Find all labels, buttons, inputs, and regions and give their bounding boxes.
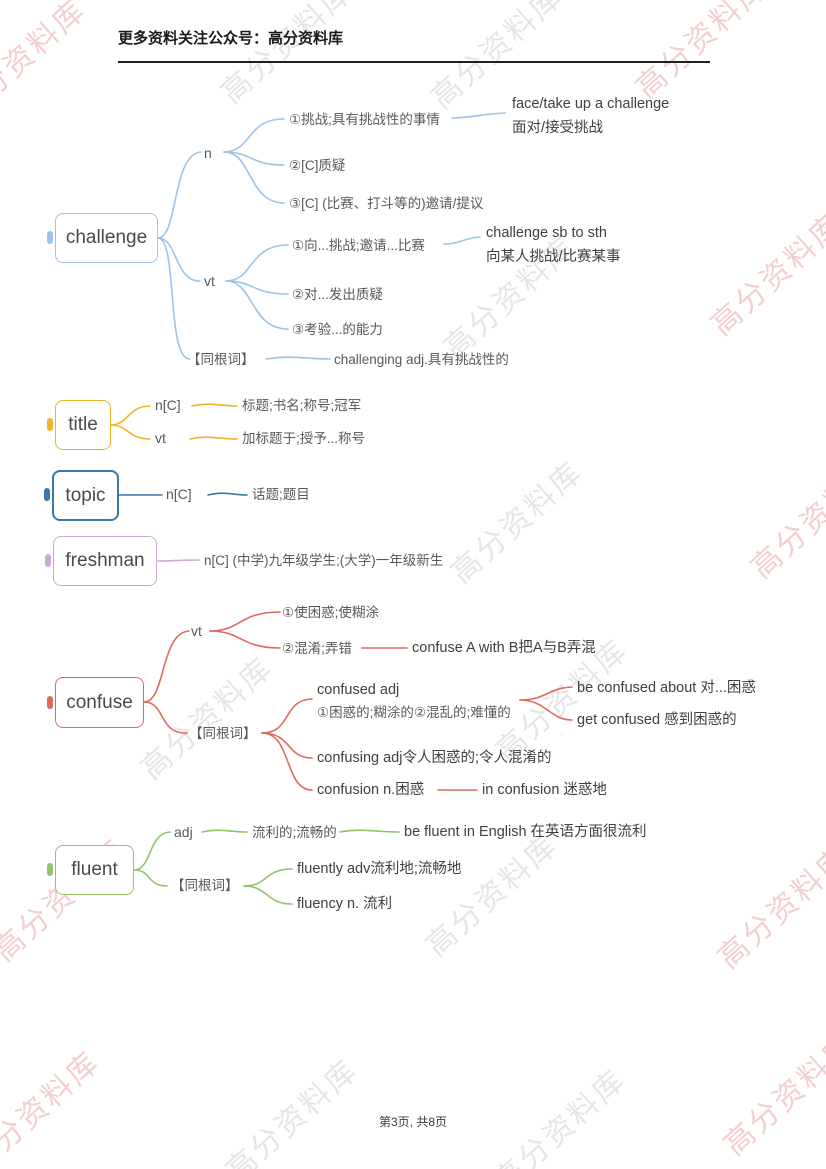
sense-text: ②对...发出质疑	[292, 287, 383, 302]
sense-text: 话题;题目	[252, 487, 310, 502]
node-accent-tab	[45, 554, 51, 567]
sense-text: ①使困惑;使糊涂	[282, 605, 379, 620]
pos-label-n: n	[204, 145, 212, 161]
cognate-def: ①困惑的;糊涂的②混乱的;难懂的	[317, 705, 511, 720]
cognate-text: fluently adv流利地;流畅地	[297, 861, 462, 877]
watermark: 高分资料库	[629, 0, 775, 106]
watermark: 高分资料库	[0, 1045, 107, 1169]
node-word: fluent	[71, 859, 118, 880]
node-box-confuse: confuse	[55, 677, 144, 728]
node-accent-tab	[47, 418, 53, 431]
sense-text: 加标题于;授予...称号	[242, 431, 366, 446]
cognate-text: challenging adj.具有挑战性的	[334, 352, 509, 367]
watermark: 高分资料库	[744, 450, 826, 586]
phrase-text-zh: 向某人挑战/比赛某事	[486, 249, 621, 265]
phrase-text: in confusion 迷惑地	[482, 782, 607, 798]
cognate-word: confused adj	[317, 682, 400, 698]
watermark: 高分资料库	[717, 1027, 826, 1163]
pos-label-n: n[C]	[166, 486, 192, 502]
pos-label-vt: vt	[155, 430, 166, 446]
node-accent-tab	[47, 696, 53, 709]
phrase-text: confuse A with B把A与B弄混	[412, 640, 596, 656]
node-box-challenge: challenge	[55, 213, 158, 263]
cognate-label: 【同根词】	[171, 878, 239, 893]
watermark: 高分资料库	[711, 840, 826, 976]
node-box-topic: topic	[52, 470, 119, 521]
node-accent-tab	[47, 863, 53, 876]
phrase-text: be fluent in English 在英语方面很流利	[404, 824, 647, 840]
sense-text: ③考验...的能力	[292, 322, 383, 337]
watermark: 高分资料库	[444, 455, 590, 591]
pos-label-n: n[C]	[155, 397, 181, 413]
phrase-text-zh: 面对/接受挑战	[512, 120, 604, 136]
watermark: 高分资料库	[0, 0, 93, 129]
phrase-text: get confused 感到困惑的	[577, 712, 737, 728]
sense-text: ①向...挑战;邀请...比赛	[292, 238, 425, 253]
node-word: title	[68, 414, 98, 435]
node-word: topic	[65, 484, 106, 506]
node-word: confuse	[66, 691, 133, 713]
cognate-label: 【同根词】	[187, 352, 255, 367]
watermark: 高分资料库	[214, 0, 360, 111]
node-accent-tab	[47, 231, 53, 244]
watermark: 高分资料库	[437, 230, 583, 366]
node-box-fluent: fluent	[55, 845, 134, 895]
page-header-text: 更多资料关注公众号：高分资料库	[118, 30, 344, 47]
header-divider	[118, 61, 710, 63]
sense-text: ②混淆;弄错	[282, 641, 352, 656]
pos-label-vt: vt	[204, 273, 215, 289]
node-box-title: title	[55, 400, 111, 450]
cognate-text: confusion n.困惑	[317, 782, 425, 798]
watermark: 高分资料库	[219, 1053, 365, 1169]
cognate-label: 【同根词】	[189, 726, 257, 741]
watermark: 高分资料库	[134, 651, 280, 787]
sense-text: 流利的;流畅的	[252, 825, 337, 840]
sense-text: ①挑战;具有挑战性的事情	[289, 112, 440, 127]
sense-text: ②[C]质疑	[289, 158, 346, 173]
phrase-text-en: face/take up a challenge	[512, 96, 670, 112]
cognate-text: fluency n. 流利	[297, 896, 393, 912]
node-accent-tab	[44, 488, 50, 501]
node-word: challenge	[65, 227, 148, 248]
cognate-text: confusing adj令人困惑的;令人混淆的	[317, 750, 552, 766]
pos-label-adj: adj	[174, 824, 193, 840]
watermark: 高分资料库	[704, 207, 826, 343]
pos-label-vt: vt	[191, 623, 202, 639]
node-box-freshman: freshman	[53, 536, 157, 586]
watermark: 高分资料库	[419, 828, 565, 964]
phrase-text-en: challenge sb to sth	[486, 225, 607, 241]
node-word: freshman	[65, 550, 145, 571]
sense-text: 标题;书名;称号;冠军	[242, 398, 362, 413]
page-number: 第3页, 共8页	[378, 1115, 448, 1129]
phrase-text: be confused about 对...困惑	[577, 680, 756, 696]
sense-text: ③[C] (比赛、打斗等的)邀请/提议	[289, 196, 484, 211]
sense-text: n[C] (中学)九年级学生;(大学)一年级新生	[204, 553, 444, 568]
